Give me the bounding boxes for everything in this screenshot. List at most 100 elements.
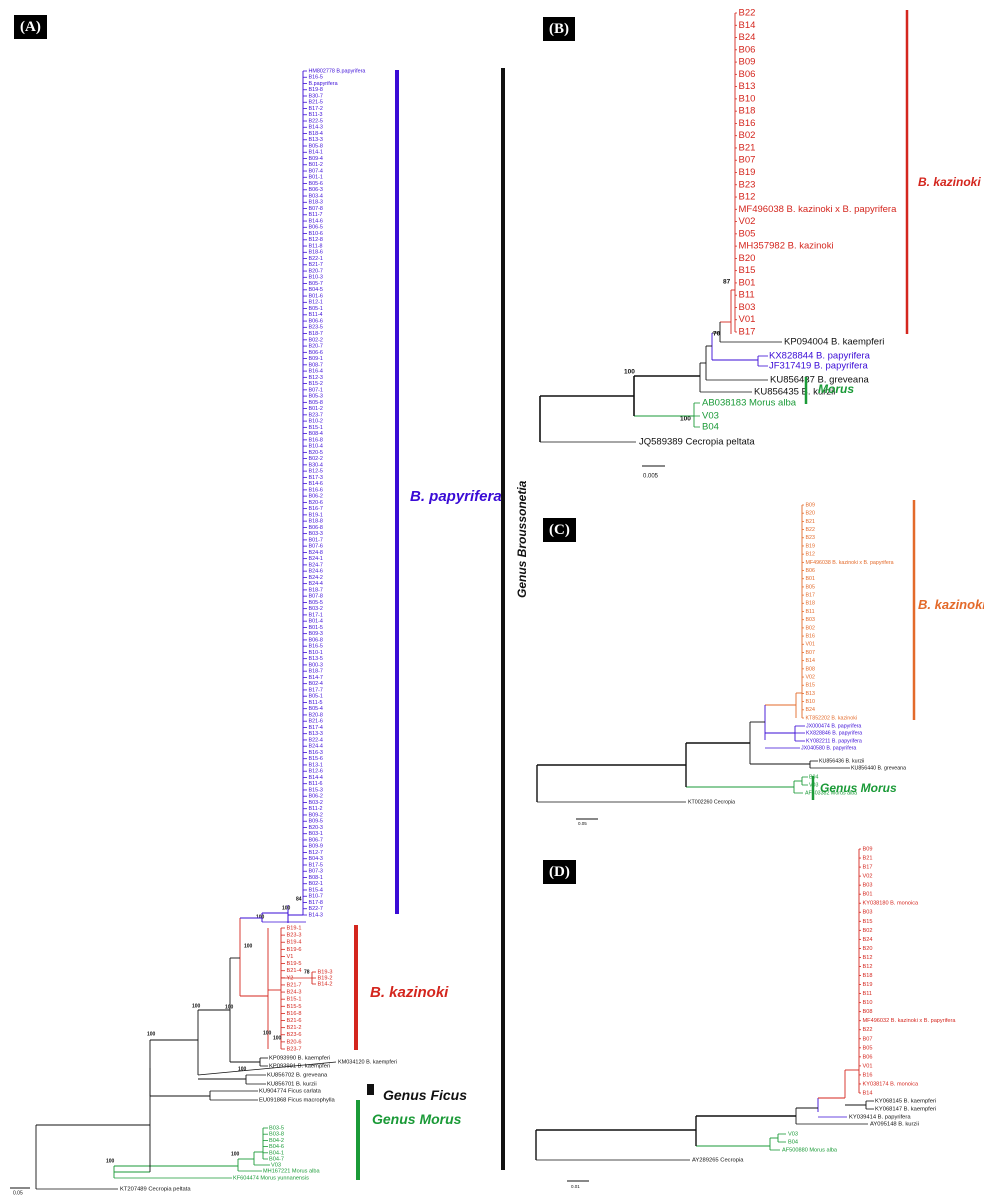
papyrifera-tip-label: B05-6 (309, 181, 323, 187)
kazinoki-tip-d-label: KY038180 B. monoica (863, 901, 920, 907)
kazinoki-tip-a-label: B24-3 (287, 990, 302, 996)
support-a-12: 100 (231, 1151, 240, 1157)
papyrifera-tip-label: B17-4 (309, 725, 323, 731)
papyrifera-tip-label: B11-4 (309, 312, 323, 318)
papyrifera-tip-label: B24-1 (309, 556, 323, 562)
panel-label-d: (D) (543, 860, 576, 884)
other-tip-b: JF317419 B. papyrifera (769, 361, 868, 372)
papyrifera-tip-label: B03-2 (309, 606, 323, 612)
kazinoki-tip-d-label: B16 (863, 1072, 873, 1078)
papyrifera-tip-label: B05-1 (309, 306, 323, 312)
papyrifera-tip-label: B18-7 (309, 587, 323, 593)
papyrifera-tip-label: B07-1 (309, 387, 323, 393)
support-b-3: 100 (624, 369, 635, 376)
other-tip-c: JX000474 B. papyrifera (806, 723, 861, 729)
support-a-3: 100 (256, 914, 265, 920)
kazinoki-tip-c-label: B18 (806, 601, 815, 607)
papyrifera-tip-label: B01-2 (309, 406, 323, 412)
papyrifera-tip-label: B17-7 (309, 687, 323, 693)
scale-label-d: 0.01 (571, 1184, 580, 1189)
kazinoki-tip-d-label: V02 (863, 874, 873, 880)
kazinoki-tip-b-label: B07 (739, 155, 756, 166)
papyrifera-tip-label: B02-1 (309, 881, 323, 887)
other-tip-a: KP093990 B. kaempferi (269, 1056, 330, 1062)
kazinoki-tip-d-label: KY038174 B. monoica (863, 1081, 920, 1087)
kazinoki-tip-a-label: B16-8 (287, 1011, 302, 1017)
morus-tip-a: B04-7 (269, 1156, 284, 1162)
kazinoki-tip-c-label: B15 (806, 683, 815, 689)
kazinoki-tip-b-label: B19 (739, 167, 756, 178)
kazinoki-tip-b-label: B23 (739, 179, 756, 190)
clade-label-papyrifera: B. papyrifera (410, 488, 502, 505)
papyrifera-tip-label: B07-8 (309, 594, 323, 600)
papyrifera-tip-label: B15-2 (309, 381, 323, 387)
scale-label-a: 0.05 (13, 1190, 23, 1196)
papyrifera-tip-label: B12-5 (309, 469, 323, 475)
papyrifera-tip-label: B21-5 (309, 100, 323, 106)
morus-tip-a: B04-2 (269, 1138, 284, 1144)
papyrifera-tip-label: B22-7 (309, 906, 323, 912)
papyrifera-tip-label: B01-5 (309, 625, 323, 631)
papyrifera-tip-label: B09-2 (309, 812, 323, 818)
papyrifera-tip-label: B05-4 (309, 706, 323, 712)
kazinoki-tip-b-label: B22 (739, 8, 756, 19)
kazinoki-tip-d-label: B08 (863, 1009, 873, 1015)
papyrifera-tip-label: B02-2 (309, 337, 323, 343)
papyrifera-tip-label: B18-4 (309, 131, 323, 137)
kazinoki-tip-b-label: B01 (739, 277, 756, 288)
kazinoki-tip-c-label: B08 (806, 666, 815, 672)
papyrifera-tip-label: B18-3 (309, 200, 323, 206)
papyrifera-tip-label: B01-1 (309, 175, 323, 181)
morus-tip-a: B03-8 (269, 1132, 284, 1138)
ficus-marker (367, 1084, 374, 1095)
kazinoki-tip-b-label: B06 (739, 44, 756, 55)
papyrifera-tip-label: B18-8 (309, 519, 323, 525)
kazinoki-tip-b-label: B14 (739, 20, 756, 31)
other-tip-a: KP093991 B. kaempferi (269, 1064, 330, 1070)
papyrifera-tip-label: B11-8 (309, 243, 323, 249)
kazinoki-tip-b-label: B13 (739, 81, 756, 92)
scale-label-b: 0.005 (643, 474, 659, 480)
kazinoki-tip-a-label: B21-4 (287, 968, 302, 974)
kazinoki-tip-b-label: B16 (739, 118, 756, 129)
panel-label-a: (A) (14, 15, 47, 39)
kazinoki-tip-c-label: B02 (806, 625, 815, 631)
kazinoki-tip-a-label: B21-7 (287, 982, 302, 988)
other-tip-b: KP094004 B. kaempferi (784, 337, 884, 348)
support-a-1: 84 (296, 896, 302, 902)
kazinoki-tip-c-label: B05 (806, 584, 815, 590)
papyrifera-tip-label: B22-1 (309, 256, 323, 262)
kazinoki-tip-a-label: B19-5 (287, 961, 302, 967)
kazinoki-tip-a-label: B23-6 (287, 1032, 302, 1038)
kazinoki-tip-a-label: V1 (287, 954, 294, 960)
other-tip-a: KU856702 B. greveana (267, 1073, 328, 1079)
papyrifera-tip-label: B15-3 (309, 787, 323, 793)
papyrifera-tip-label: B20-5 (309, 450, 323, 456)
papyrifera-tip-label: B07-6 (309, 544, 323, 550)
kazinoki-tip-b-label: MH357982 B. kazinoki (739, 241, 834, 252)
support-a-7: 100 (225, 1004, 234, 1010)
papyrifera-tip-label: B.papyrifera (309, 81, 338, 87)
kazinoki-tip-d-label: B02 (863, 928, 873, 934)
papyrifera-tip-label: B21-6 (309, 719, 323, 725)
kazinoki-tip-c-label: B24 (806, 707, 815, 713)
kazinoki-tip-c-label: B11 (806, 609, 815, 615)
kazinoki-tip-b-label: B03 (739, 302, 756, 313)
papyrifera-tip-label: B12-1 (309, 300, 323, 306)
morus-tip-d: V03 (788, 1131, 798, 1137)
papyrifera-tip-label: B10-6 (309, 231, 323, 237)
papyrifera-tip-label: HM802778 B.papyrifera (309, 68, 366, 74)
papyrifera-tip-label: B06-2 (309, 794, 323, 800)
kazinoki-tip-d-label: B11 (863, 991, 873, 997)
scale-label-c: 0.05 (578, 821, 587, 826)
other-tip-c: KY082211 B. papyrifera (806, 738, 862, 744)
papyrifera-tip-label: B06-6 (309, 350, 323, 356)
kazinoki-tip-a-label: B23-7 (287, 1046, 302, 1052)
papyrifera-tip-label: B14-1 (309, 150, 323, 156)
kazinoki-tip-d-label: B18 (863, 973, 873, 979)
branch (197, 1061, 337, 1076)
clade-label-kazinoki-a: B. kazinoki (370, 984, 449, 1001)
other-tip-a: EU091868 Ficus macrophylla (259, 1098, 335, 1104)
papyrifera-tip-label: B06-2 (309, 494, 323, 500)
